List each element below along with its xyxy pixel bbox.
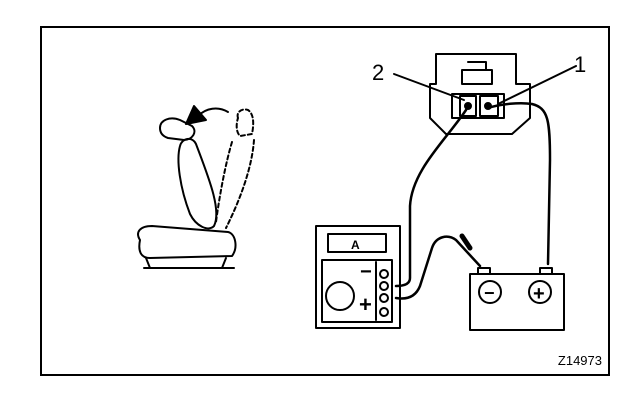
battery-icon: [469, 267, 565, 331]
ammeter-plus-label: +: [359, 292, 372, 317]
seat-icon: [137, 108, 255, 269]
arrow-icon: [185, 105, 229, 125]
ammeter-display-label: A: [351, 238, 360, 252]
callout-1: 1: [574, 52, 586, 77]
ammeter-icon: [315, 225, 401, 329]
callout-2: 2: [372, 60, 384, 85]
battery-minus-label: −: [484, 283, 495, 303]
battery-plus-label: +: [533, 283, 545, 305]
figure-code: Z14973: [557, 353, 602, 368]
ammeter-minus-label: −: [360, 261, 372, 283]
diagram-frame: [40, 26, 610, 376]
